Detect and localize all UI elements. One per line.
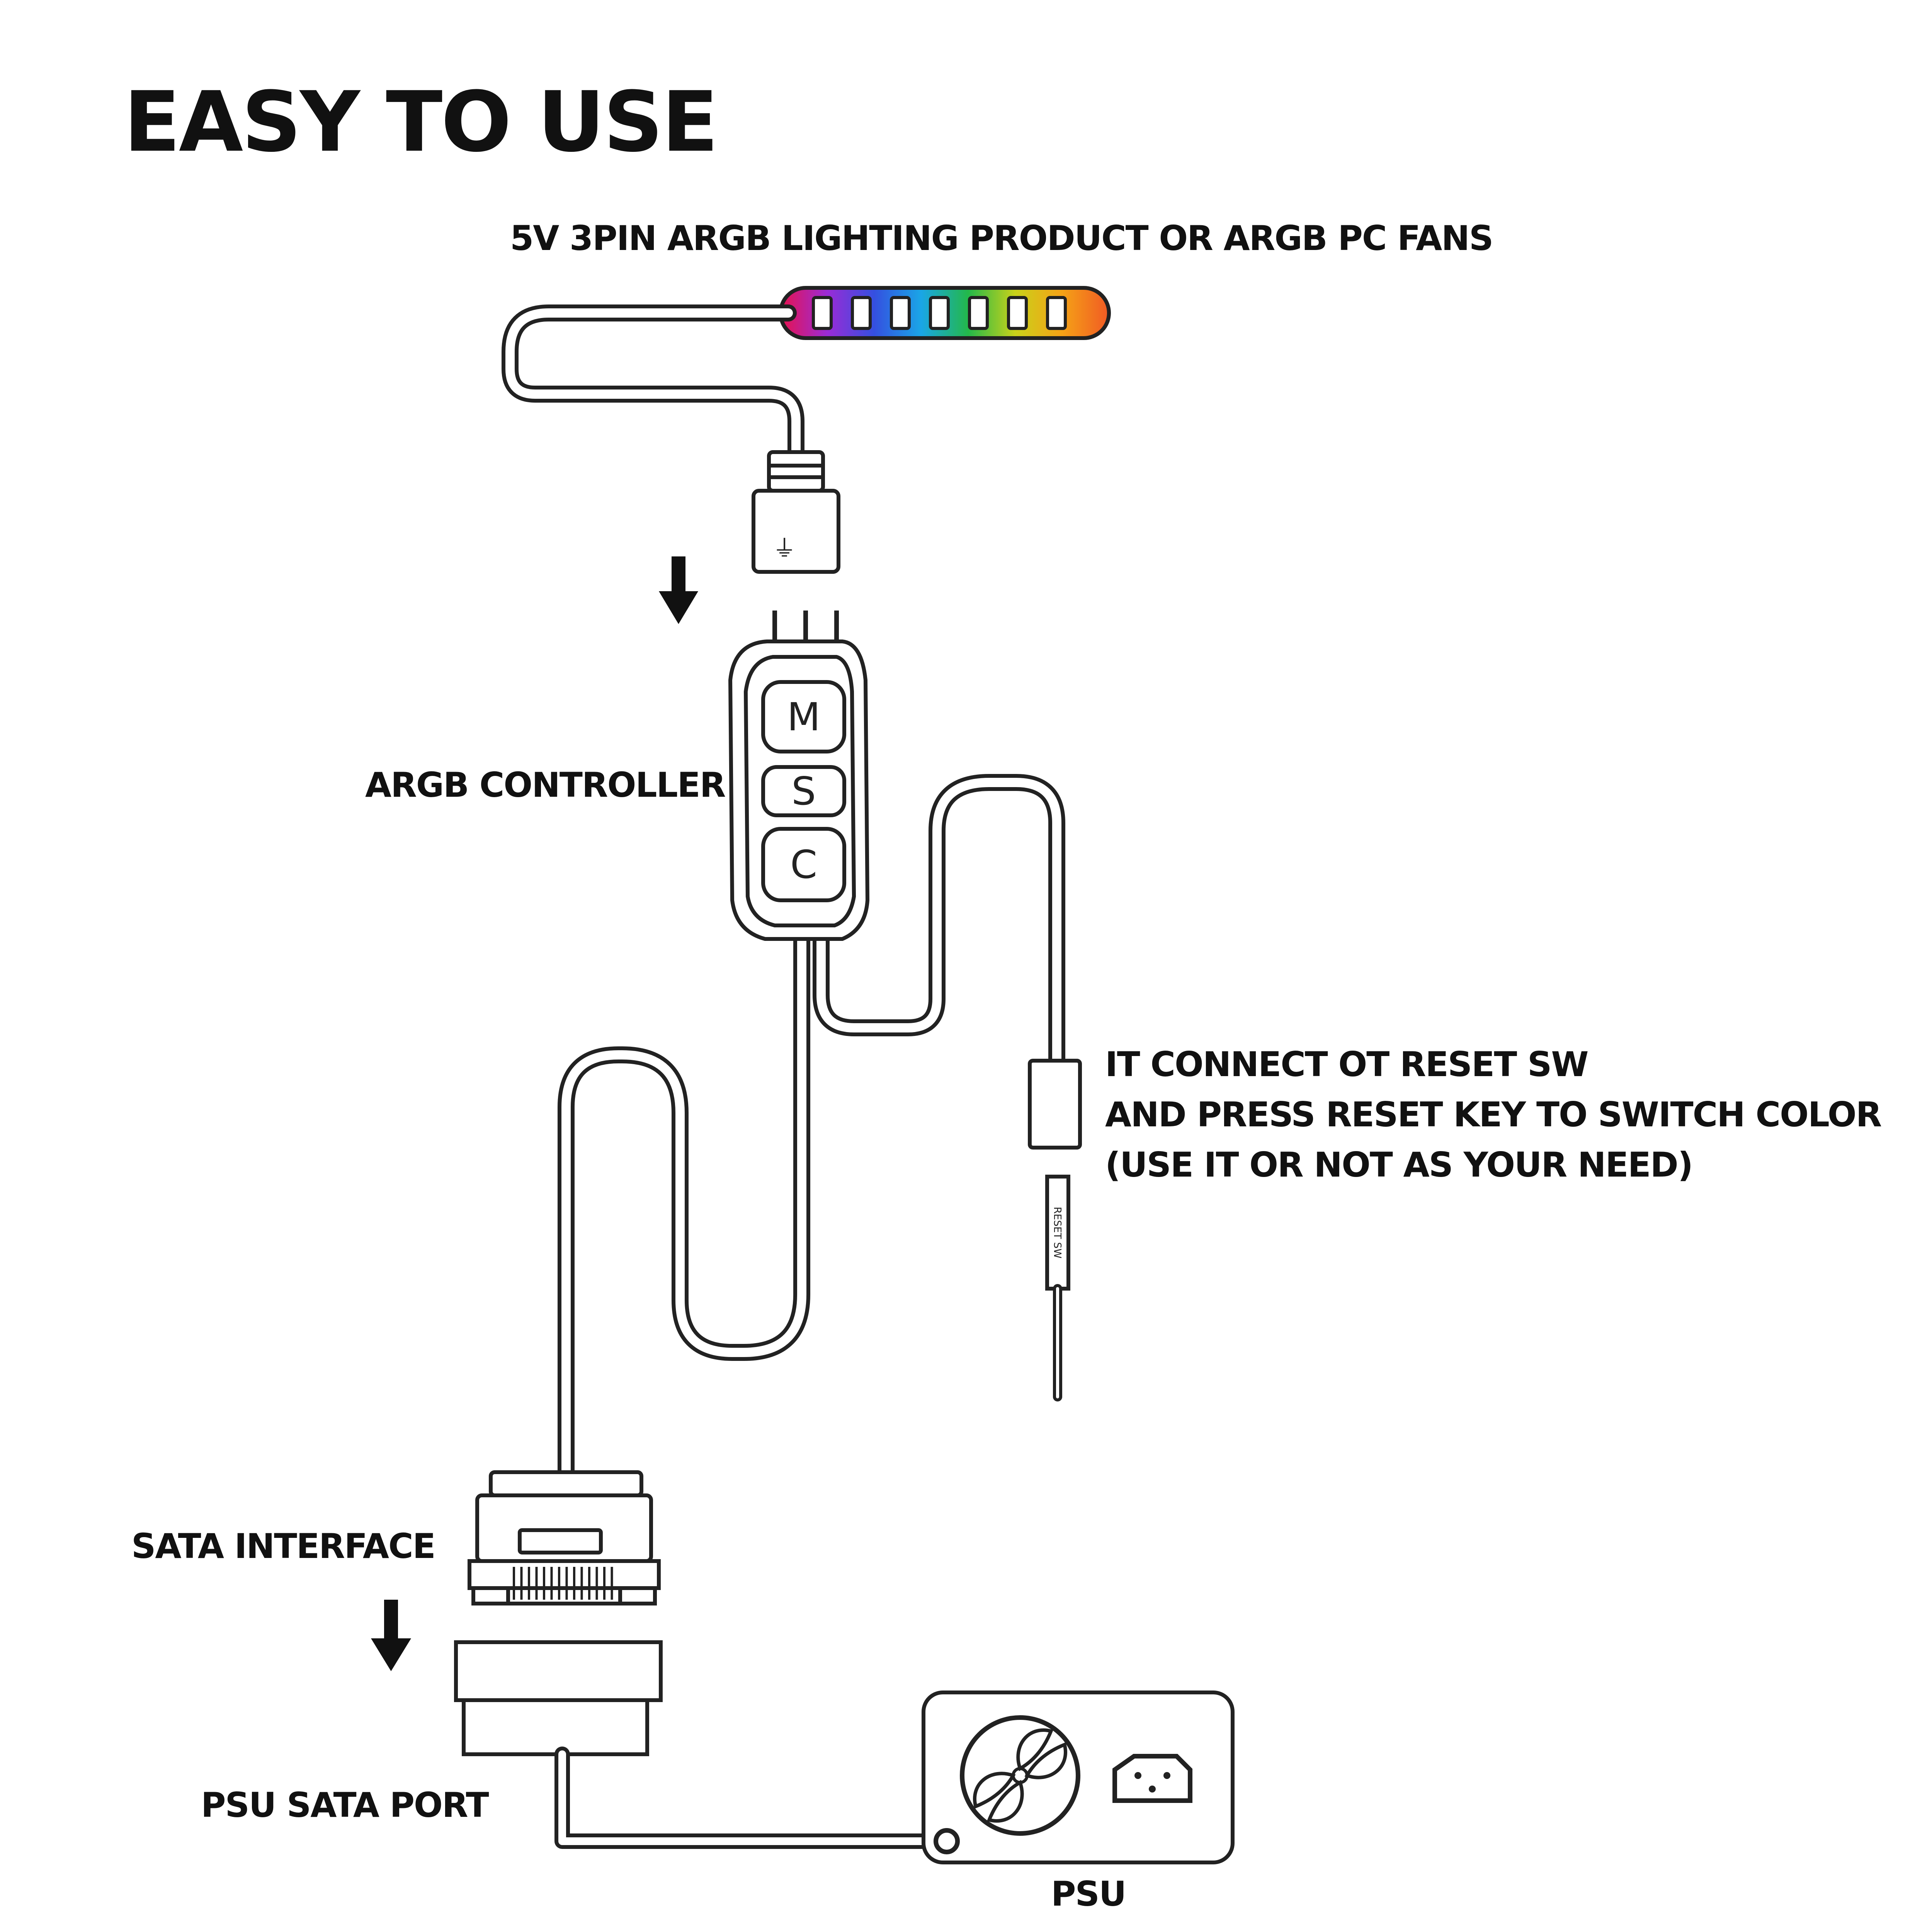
reset-note-line-2: AND PRESS RESET KEY TO SWITCH COLOR	[1105, 1095, 1882, 1135]
ground-icon: ⏚	[773, 535, 796, 562]
led-cell	[968, 296, 989, 330]
argb-controller: M S C	[728, 639, 870, 941]
led-cell	[1046, 296, 1067, 330]
psu-unit	[922, 1690, 1235, 1864]
color-button-label: C	[790, 842, 817, 887]
speed-button[interactable]	[761, 765, 846, 817]
mode-button-label: M	[787, 694, 820, 740]
lighting-product-label: 5V 3PIN ARGB LIGHTING PRODUCT OR ARGB PC…	[510, 218, 1493, 258]
reset-note-line-3: (USE IT OR NOT AS YOUR NEED)	[1105, 1145, 1693, 1185]
argb-led-strip	[779, 286, 1111, 340]
strip-cable	[502, 304, 804, 466]
led-cell	[890, 296, 911, 330]
led-cell	[1007, 296, 1028, 330]
controller-cables	[558, 774, 1065, 1485]
psu-sata-port-label: PSU SATA PORT	[201, 1785, 489, 1825]
page-title: EASY TO USE	[124, 73, 718, 170]
sata-connector	[468, 1470, 661, 1605]
led-cell	[812, 296, 833, 330]
psu-sata-port	[454, 1640, 663, 1756]
sata-pins	[513, 1567, 613, 1600]
reset-switch: RESET SW	[1045, 1175, 1070, 1401]
speed-button-label: S	[791, 769, 816, 814]
psu-cable	[554, 1747, 954, 1849]
reset-connector	[1028, 1059, 1082, 1150]
controller-label: ARGB CONTROLLER	[365, 765, 726, 805]
down-arrow-icon	[659, 556, 698, 624]
down-arrow-icon	[371, 1600, 411, 1671]
reset-switch-text: RESET SW	[1051, 1207, 1063, 1259]
led-cells	[812, 296, 1067, 330]
psu-label: PSU	[1051, 1874, 1126, 1914]
fan-icon	[960, 1715, 1080, 1836]
led-cell	[929, 296, 950, 330]
power-socket-icon	[1112, 1754, 1192, 1803]
reset-note-line-1: IT CONNECT OT RESET SW	[1105, 1044, 1588, 1084]
mode-button[interactable]	[761, 680, 846, 753]
reset-switch-note: IT CONNECT OT RESET SW AND PRESS RESET K…	[1105, 1039, 1882, 1190]
3pin-connector: ⏚	[752, 450, 840, 574]
color-button[interactable]	[761, 827, 846, 902]
sata-interface-label: SATA INTERFACE	[131, 1526, 436, 1566]
led-cell	[851, 296, 872, 330]
